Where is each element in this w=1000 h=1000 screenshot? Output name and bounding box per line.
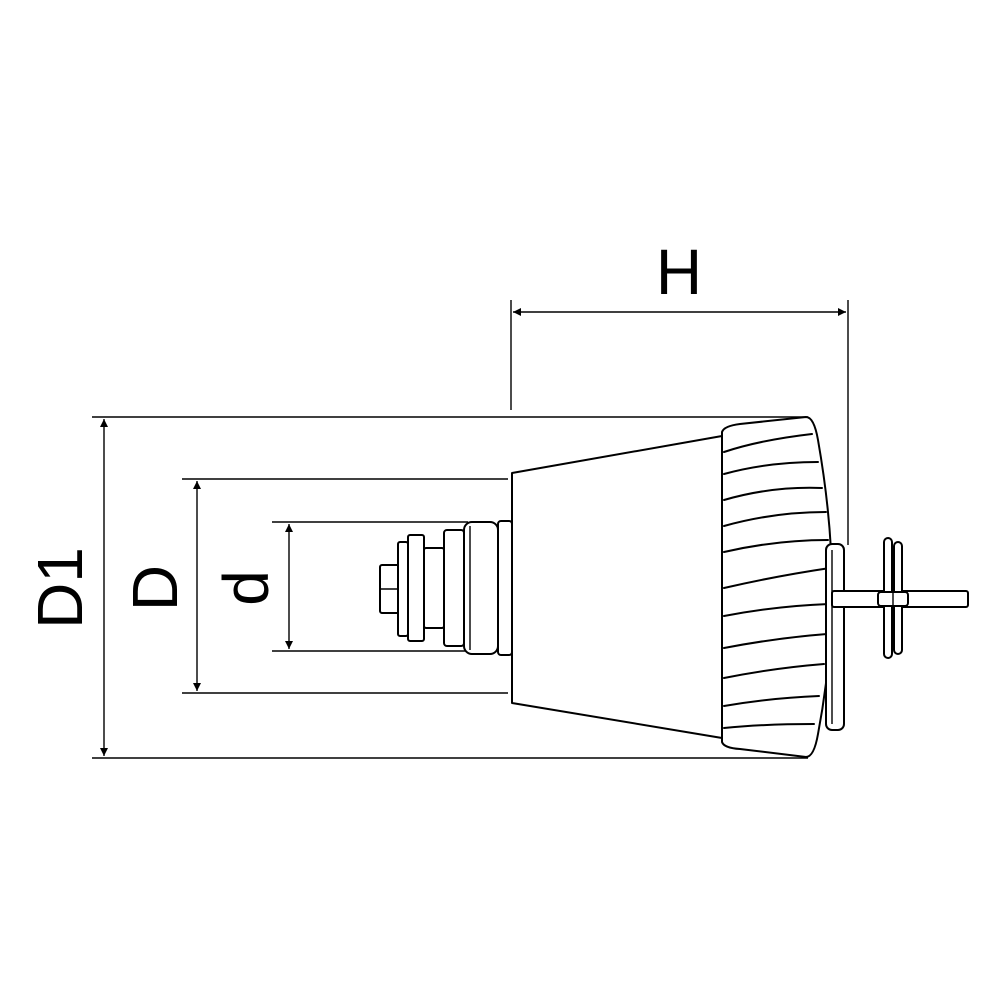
label-d-small: d (210, 570, 282, 606)
end-cap-plate (825, 543, 845, 731)
rib (723, 486, 823, 501)
coupling-nut (463, 521, 499, 655)
connection-collar (497, 520, 513, 656)
washer-1 (397, 541, 409, 637)
knob-ribs (723, 433, 831, 729)
dimension-d1: D1 (24, 416, 808, 759)
rib (723, 433, 813, 453)
ribbed-knob (721, 416, 833, 758)
rib (723, 511, 827, 527)
dimension-d: D (119, 478, 508, 694)
washer-2 (407, 534, 425, 642)
rib (723, 603, 830, 617)
dimension-d-small: d (210, 521, 468, 652)
rib (723, 633, 828, 649)
label-d1: D1 (24, 547, 96, 629)
rib (723, 539, 829, 553)
washer-3 (423, 547, 445, 629)
key-fitting (831, 537, 969, 659)
rib (723, 663, 825, 679)
rib (723, 461, 819, 475)
label-h: H (656, 236, 702, 308)
label-d: D (119, 565, 191, 611)
rib (723, 567, 831, 589)
actuator-body (511, 435, 723, 739)
end-cap (825, 543, 845, 731)
dimension-h: H (510, 236, 849, 545)
rib (723, 723, 815, 729)
knob-outline (721, 416, 833, 758)
rib (723, 695, 820, 707)
coupling-sleeve (443, 529, 465, 647)
valve-connection (379, 520, 513, 656)
conical-body (511, 435, 723, 739)
